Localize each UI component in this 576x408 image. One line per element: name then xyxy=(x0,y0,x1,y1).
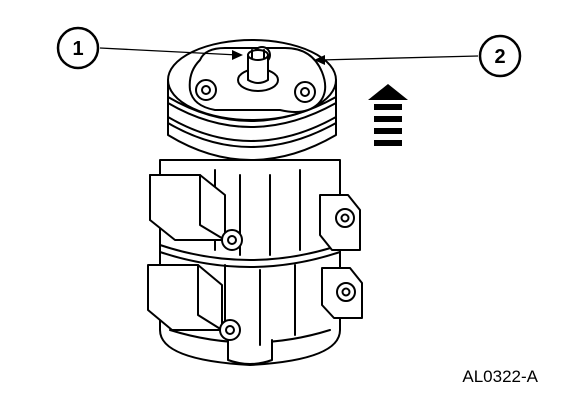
leader-line-1 xyxy=(99,47,243,60)
clutch-pulley xyxy=(167,39,337,161)
compressor-body xyxy=(147,159,363,366)
callout-2: 2 xyxy=(478,34,522,78)
figure-id: AL0322-A xyxy=(462,367,538,386)
leader-line-2 xyxy=(314,55,479,65)
callout-2-label: 2 xyxy=(494,46,505,68)
callout-1-label: 1 xyxy=(72,38,83,60)
direction-up-arrow-icon xyxy=(368,84,408,146)
callout-1: 1 xyxy=(56,26,100,70)
